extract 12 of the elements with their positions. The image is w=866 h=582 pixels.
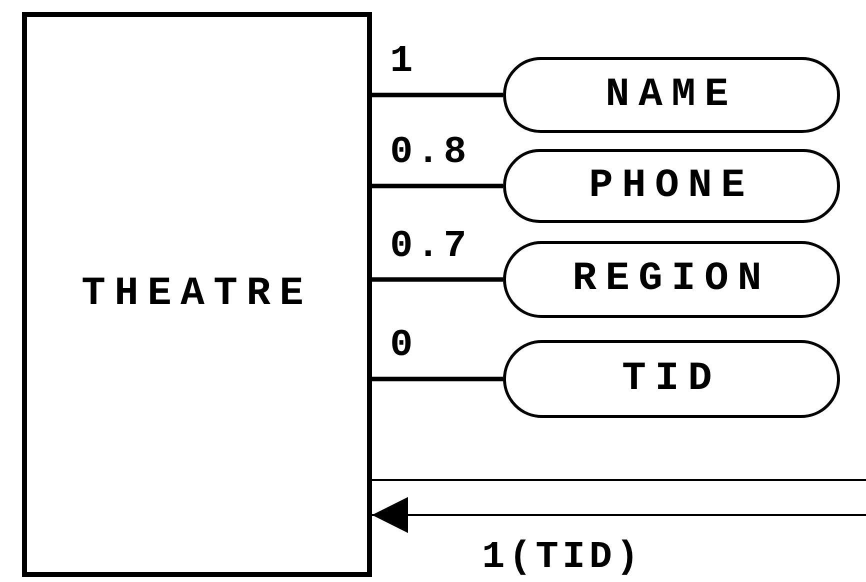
connector-line [372,479,866,481]
node-label: REGION [572,257,771,302]
node-label: TID [622,356,721,402]
node-label: NAME [605,72,738,118]
node-label: PHONE [588,164,754,208]
entity-box [22,12,372,577]
connector-line [372,92,503,98]
connector-line [372,277,503,282]
arrow [372,497,866,533]
connector-line [372,376,503,382]
connector-line [372,184,503,188]
node-label: THEATRE [81,272,313,317]
